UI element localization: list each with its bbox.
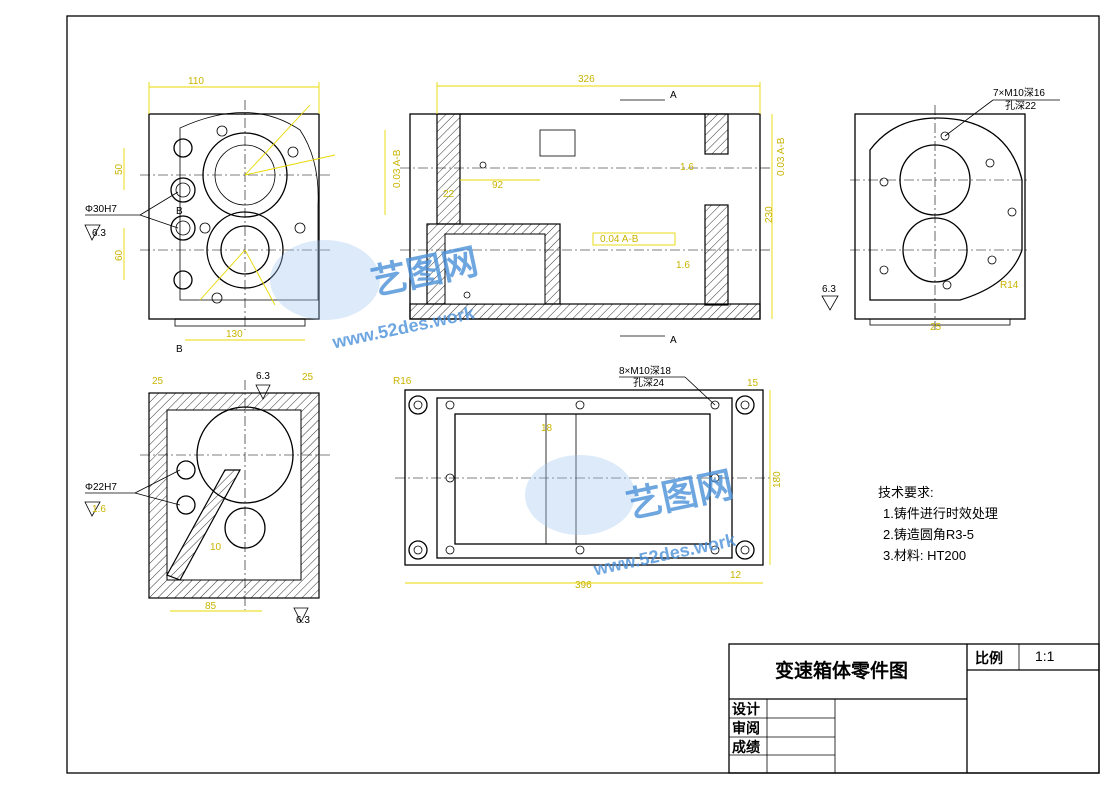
- dim-110: 110: [188, 76, 204, 87]
- section-a-top: A: [670, 90, 677, 101]
- dim-180: 180: [772, 471, 783, 488]
- ra-6.3-right: 6.3: [822, 284, 836, 295]
- ra-1.6-mid: 1.6: [680, 162, 694, 173]
- right-view: [850, 105, 1030, 330]
- dim-85: 85: [205, 601, 217, 612]
- right-view-notes: 7×M10深16 孔深22 R14 25 6.3: [821, 87, 1060, 333]
- dim-326: 326: [578, 74, 595, 85]
- watermark-2: 艺图网 www.52des.work: [525, 455, 738, 580]
- dim-18: 18: [541, 423, 553, 434]
- tol-frame-2: 0.03 A-B: [392, 149, 403, 188]
- dim-22: 22: [443, 189, 455, 200]
- section-b-label-2: B: [176, 344, 183, 355]
- top-holes-note-1: 7×M10深16: [993, 87, 1045, 99]
- front-view-dimensions: 110 130 50 60: [114, 76, 336, 341]
- dim-r14: R14: [1000, 280, 1019, 291]
- ra-6.3-front: 6.3: [92, 228, 106, 239]
- scale-value: 1:1: [1035, 648, 1055, 664]
- bore-30-note: Φ30H7 6.3 B B: [84, 191, 183, 355]
- top-view-dimensions: 396 180 15 12 18 R16 8×M10深18 孔深24: [393, 365, 783, 591]
- top-view: [395, 389, 775, 566]
- bore-30-label: Φ30H7: [85, 204, 117, 215]
- drawing-border: [66, 15, 1100, 774]
- tech-requirements: 技术要求: 1.铸件进行时效处理 2.铸造圆角R3-5 3.材料: HT200: [878, 485, 998, 563]
- tol-frame-1: 0.04 A-B: [600, 234, 639, 245]
- bottom-holes-note-2: 孔深24: [633, 377, 665, 389]
- top-holes-note-2: 孔深22: [1005, 100, 1037, 112]
- side-section-view: [400, 113, 770, 320]
- drawing-title: 变速箱体零件图: [775, 659, 908, 682]
- dim-10: 10: [210, 542, 222, 553]
- title-block: 变速箱体零件图 比例 1:1 设计 审阅 成绩: [728, 643, 1100, 774]
- watermark-brand-2: 艺图网: [623, 463, 737, 526]
- dim-92: 92: [492, 180, 504, 191]
- scale-label: 比例: [975, 650, 1003, 666]
- dim-25-right: 25: [302, 372, 314, 383]
- tech-item-3: 3.材料: HT200: [883, 548, 966, 563]
- dim-12: 12: [730, 570, 742, 581]
- dim-396: 396: [575, 580, 592, 591]
- dim-15: 15: [747, 378, 759, 389]
- bottom-section-view: [140, 380, 330, 610]
- dim-130: 130: [226, 329, 243, 340]
- row-review: 审阅: [732, 720, 760, 736]
- tech-heading: 技术要求:: [878, 485, 934, 500]
- side-section-dimensions: 326 230 92 22 0.04 A-B 0.03 A-B 0.03 A-B…: [384, 74, 787, 346]
- tol-frame-3: 0.03 A-B: [776, 137, 787, 176]
- section-b-label-1: B: [176, 206, 183, 217]
- dim-230: 230: [764, 206, 775, 223]
- ra-1.6-mid-2: 1.6: [676, 260, 690, 271]
- watermark-url-2: www.52des.work: [591, 530, 738, 580]
- tech-item-1: 1.铸件进行时效处理: [883, 506, 998, 521]
- ra-6.3-bottom-low: 6.3: [296, 615, 310, 626]
- section-a-bottom: A: [670, 335, 677, 346]
- dim-25-left: 25: [152, 376, 164, 387]
- dim-25: 25: [930, 322, 942, 333]
- dim-50: 50: [114, 163, 125, 175]
- tech-item-2: 2.铸造圆角R3-5: [883, 527, 974, 542]
- bottom-holes-note-1: 8×M10深18: [619, 365, 671, 377]
- dim-60: 60: [114, 249, 125, 261]
- dim-r16: R16: [393, 376, 412, 387]
- bore-22-label: Φ22H7: [85, 482, 117, 493]
- front-view: [140, 100, 330, 330]
- bottom-section-dimensions: 85 25 25 10 Φ22H7 1.6 6.3 6.3: [84, 371, 314, 626]
- ra-6.3-bottom-top: 6.3: [256, 371, 270, 382]
- ra-1.6-bottom: 1.6: [92, 504, 106, 515]
- row-grade: 成绩: [732, 739, 760, 755]
- row-design: 设计: [732, 701, 760, 717]
